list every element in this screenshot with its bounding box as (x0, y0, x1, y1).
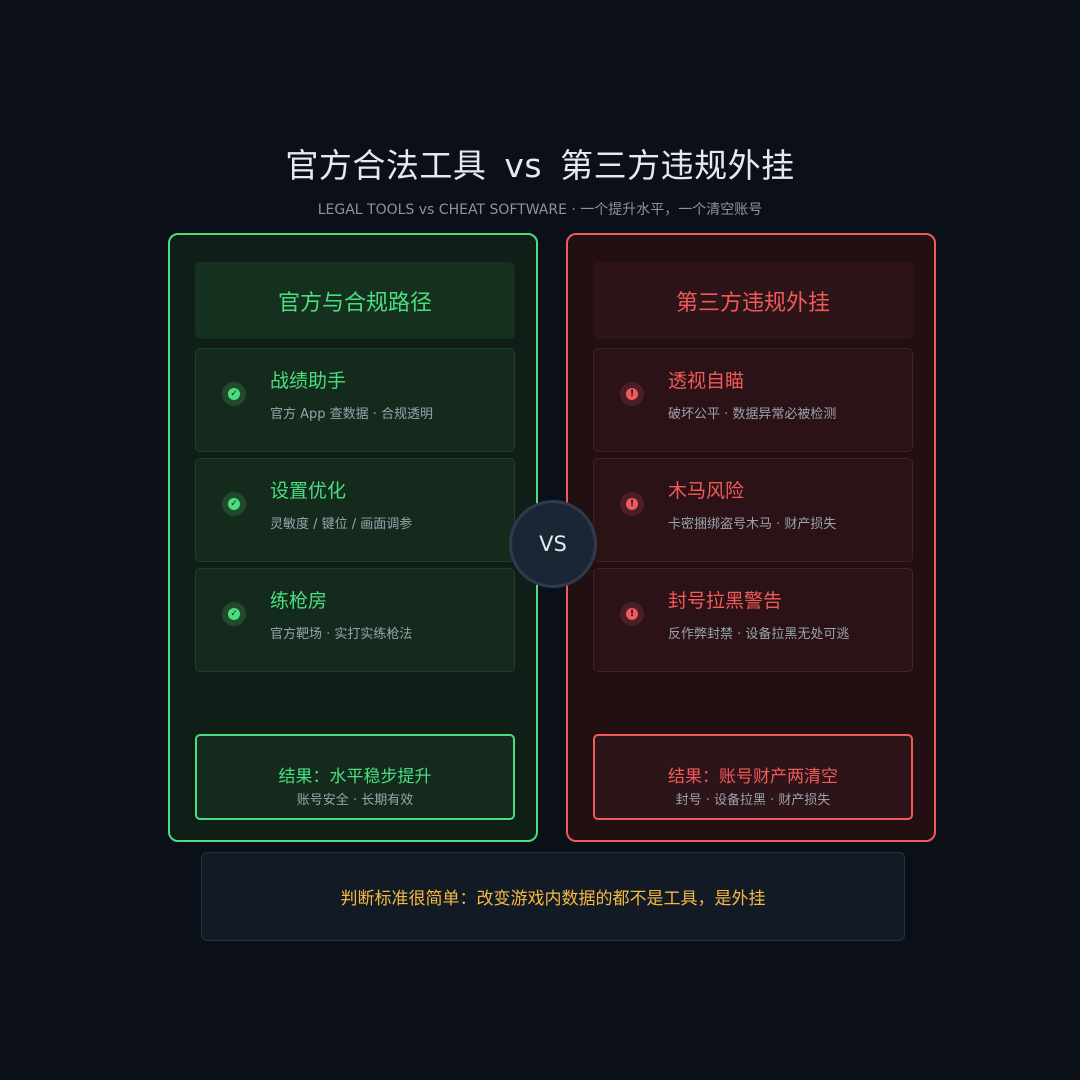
legal-panel: 官方与合规路径 ✓ 战绩助手 官方 App 查数据 · 合规透明 ✓ 设置优化 … (168, 233, 538, 842)
page-subtitle: LEGAL TOOLS vs CHEAT SOFTWARE · 一个提升水平，一… (317, 202, 763, 218)
cheat-result-title: 结果：账号财产两清空 (668, 767, 838, 787)
vs-badge: VS (509, 500, 597, 588)
legal-item: ✓ 设置优化 灵敏度 / 键位 / 画面调参 (195, 458, 515, 562)
legal-result-sub: 账号安全 · 长期有效 (296, 793, 414, 808)
legal-item-desc: 官方靶场 · 实打实练枪法 (270, 627, 413, 642)
cheat-item-desc: 卡密捆绑盗号木马 · 财产损失 (668, 517, 837, 532)
legal-item: ✓ 练枪房 官方靶场 · 实打实练枪法 (195, 568, 515, 672)
legal-result-box: 结果：水平稳步提升 账号安全 · 长期有效 (195, 734, 515, 820)
legal-item-desc: 灵敏度 / 键位 / 画面调参 (270, 517, 413, 532)
warning-icon: ! (620, 602, 644, 626)
footer-note: 判断标准很简单：改变游戏内数据的都不是工具，是外挂 (201, 852, 905, 941)
legal-result-title: 结果：水平稳步提升 (278, 767, 432, 787)
cheat-item: ! 封号拉黑警告 反作弊封禁 · 设备拉黑无处可逃 (593, 568, 913, 672)
legal-item-title: 练枪房 (270, 590, 328, 612)
check-icon: ✓ (222, 492, 246, 516)
title-right: 第三方违规外挂 (560, 146, 795, 185)
legal-item-desc: 官方 App 查数据 · 合规透明 (270, 407, 434, 422)
legal-item: ✓ 战绩助手 官方 App 查数据 · 合规透明 (195, 348, 515, 452)
cheat-item: ! 透视自瞄 破坏公平 · 数据异常必被检测 (593, 348, 913, 452)
cheat-panel: 第三方违规外挂 ! 透视自瞄 破坏公平 · 数据异常必被检测 ! 木马风险 卡密… (566, 233, 936, 842)
legal-panel-heading: 官方与合规路径 (195, 262, 515, 339)
check-icon: ✓ (222, 382, 246, 406)
cheat-item-desc: 破坏公平 · 数据异常必被检测 (668, 407, 837, 422)
title-left: 官方合法工具 (285, 146, 487, 185)
cheat-result-box: 结果：账号财产两清空 封号 · 设备拉黑 · 财产损失 (593, 734, 913, 820)
title-vs: vs (504, 146, 543, 185)
legal-item-title: 战绩助手 (270, 370, 347, 392)
cheat-item-title: 木马风险 (668, 480, 745, 502)
cheat-panel-heading: 第三方违规外挂 (593, 262, 913, 339)
warning-icon: ! (620, 492, 644, 516)
cheat-item-title: 封号拉黑警告 (668, 590, 783, 612)
cheat-item-title: 透视自瞄 (668, 370, 745, 392)
cheat-item: ! 木马风险 卡密捆绑盗号木马 · 财产损失 (593, 458, 913, 562)
page-title: 官方合法工具 vs 第三方违规外挂 (0, 142, 1080, 190)
warning-icon: ! (620, 382, 644, 406)
cheat-result-sub: 封号 · 设备拉黑 · 财产损失 (675, 793, 831, 808)
check-icon: ✓ (222, 602, 246, 626)
cheat-item-desc: 反作弊封禁 · 设备拉黑无处可逃 (668, 627, 850, 642)
legal-item-title: 设置优化 (270, 480, 347, 502)
